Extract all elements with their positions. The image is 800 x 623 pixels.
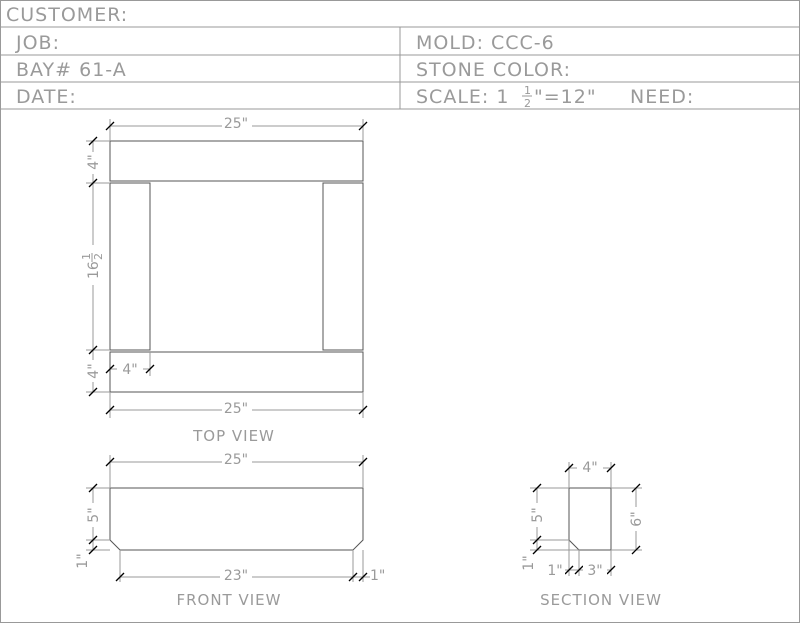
- front-view: 25" 23" 1" 5" 1": [75, 452, 385, 609]
- top-view-side-length-whole: 16: [86, 261, 102, 279]
- section-view-face-height-dimensions: 5" 1": [521, 483, 579, 571]
- front-view-width-top: 25": [224, 452, 248, 468]
- front-view-width-top-dimension: 25": [105, 452, 368, 488]
- section-view-total-height: 6": [629, 511, 645, 526]
- section-view-width: 4": [582, 460, 597, 476]
- section-view-face-height: 5": [530, 507, 546, 522]
- date-label: DATE:: [16, 86, 77, 108]
- stone-color-label: STONE COLOR:: [416, 59, 571, 81]
- section-view-width-dimension: 4": [564, 460, 616, 488]
- top-view-side-width-dimension: 4": [105, 352, 155, 378]
- top-view: 25" 25" 4" 16: [80, 116, 368, 445]
- scale-label: SCALE: 1 1 2 "=12": [416, 84, 597, 110]
- top-view-side-length-numerator: 1: [80, 253, 93, 260]
- front-view-height: 5": [86, 507, 102, 522]
- front-view-profile: [109, 487, 364, 551]
- job-label: JOB:: [15, 32, 60, 54]
- top-view-top-depth: 4": [86, 154, 102, 169]
- front-view-width-bottom: 23": [224, 568, 248, 584]
- customer-label: CUSTOMER:: [6, 4, 128, 26]
- top-view-width-bottom-dimension: 25": [105, 392, 368, 418]
- section-view-chamfer: 1": [547, 563, 562, 579]
- section-view-label: SECTION VIEW: [540, 591, 662, 609]
- bay-label: BAY# 61-A: [16, 59, 127, 81]
- top-view-side-length-denominator: 2: [92, 253, 105, 260]
- front-view-height-dimensions: 5" 1": [75, 483, 110, 569]
- section-view-total-height-dimension: 6": [611, 483, 645, 555]
- top-view-side-width: 4": [122, 362, 137, 378]
- section-view: 4" 6" 5" 1": [521, 460, 662, 609]
- top-view-back-piece: [109, 140, 364, 182]
- front-view-label: FRONT VIEW: [176, 591, 281, 609]
- top-view-label: TOP VIEW: [192, 427, 275, 445]
- top-view-width-top-dimension: 25": [105, 116, 368, 141]
- top-view-front-piece: [109, 351, 364, 393]
- mold-label: MOLD: CCC-6: [416, 32, 555, 54]
- section-view-plinth-height: 1": [521, 555, 537, 570]
- front-view-plinth-height: 1": [75, 553, 91, 568]
- top-view-width-top: 25": [224, 116, 248, 132]
- front-view-width-bottom-dimension: 23" 1": [115, 550, 385, 584]
- front-view-chamfer: 1": [370, 568, 385, 584]
- scale-prefix: SCALE: 1: [416, 86, 509, 108]
- top-view-side-length: 16 1 2: [80, 253, 105, 279]
- top-view-depth-dimensions: 4" 16 1 2 4": [80, 136, 110, 397]
- scale-fraction-numerator: 1: [524, 84, 531, 97]
- top-view-bottom-depth: 4": [86, 363, 102, 378]
- section-view-base-width: 3": [587, 563, 602, 579]
- scale-fraction-denominator: 2: [524, 97, 531, 110]
- need-label: NEED:: [630, 86, 694, 108]
- scale-suffix: "=12": [534, 86, 597, 108]
- section-view-profile: [568, 487, 612, 551]
- top-view-width-bottom: 25": [224, 401, 248, 417]
- top-view-right-piece: [322, 182, 364, 351]
- top-view-left-piece: [109, 182, 151, 351]
- section-view-base-dimensions: 1" 3": [545, 540, 616, 579]
